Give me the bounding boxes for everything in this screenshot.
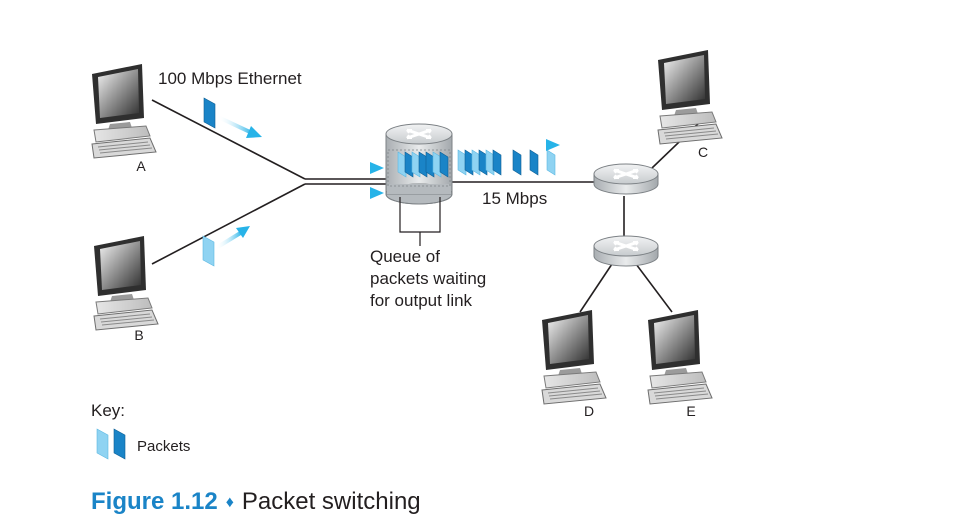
arrow-output-link bbox=[458, 139, 560, 151]
queued-packets bbox=[397, 151, 449, 178]
host-a-label: A bbox=[136, 158, 146, 174]
host-c-computer-icon bbox=[657, 49, 723, 145]
packet-from-b bbox=[202, 235, 215, 267]
legend-title: Key: bbox=[91, 401, 125, 420]
packet-from-a bbox=[203, 97, 216, 129]
output-link-speed-label: 15 Mbps bbox=[482, 189, 547, 208]
queue-label-line-1: Queue of bbox=[370, 247, 440, 266]
legend: Key: Packets bbox=[91, 401, 190, 460]
host-c-label: C bbox=[698, 144, 708, 160]
figure-number: Figure 1.12 bbox=[91, 488, 218, 515]
host-b-label: B bbox=[134, 327, 143, 343]
queue-label-line-2: packets waiting bbox=[370, 269, 486, 288]
outgoing-packets bbox=[457, 149, 556, 176]
arrow-from-a bbox=[217, 115, 262, 138]
host-b-computer-icon bbox=[93, 235, 159, 331]
flow-arrows bbox=[214, 115, 560, 250]
legend-packets-label: Packets bbox=[137, 438, 190, 455]
link-host-b bbox=[151, 183, 306, 265]
queueing-router-icon bbox=[385, 123, 453, 205]
link-host-d bbox=[579, 263, 613, 313]
figure-title: Packet switching bbox=[241, 488, 421, 515]
caption-separator: ♦ bbox=[225, 494, 234, 511]
host-e-label: E bbox=[686, 403, 695, 419]
network-links bbox=[151, 99, 703, 313]
router-icon bbox=[592, 234, 660, 268]
host-e-computer-icon bbox=[647, 309, 713, 405]
host-d-computer-icon bbox=[541, 309, 607, 405]
figure-caption: Figure 1.12 ♦ Packet switching bbox=[91, 488, 421, 516]
queue-bracket bbox=[399, 197, 441, 246]
link-host-a bbox=[151, 99, 306, 180]
arrow-from-b bbox=[214, 226, 250, 250]
arrow-into-router-bottom bbox=[312, 187, 384, 199]
host-a-computer-icon bbox=[91, 63, 157, 159]
router-icon bbox=[592, 162, 660, 196]
host-d-label: D bbox=[584, 403, 594, 419]
link-host-e bbox=[635, 263, 673, 313]
ethernet-speed-label: 100 Mbps Ethernet bbox=[158, 69, 302, 88]
queue-label-line-3: for output link bbox=[370, 291, 473, 310]
legend-packet-icon bbox=[96, 428, 126, 460]
arrow-into-router-top bbox=[312, 162, 384, 174]
